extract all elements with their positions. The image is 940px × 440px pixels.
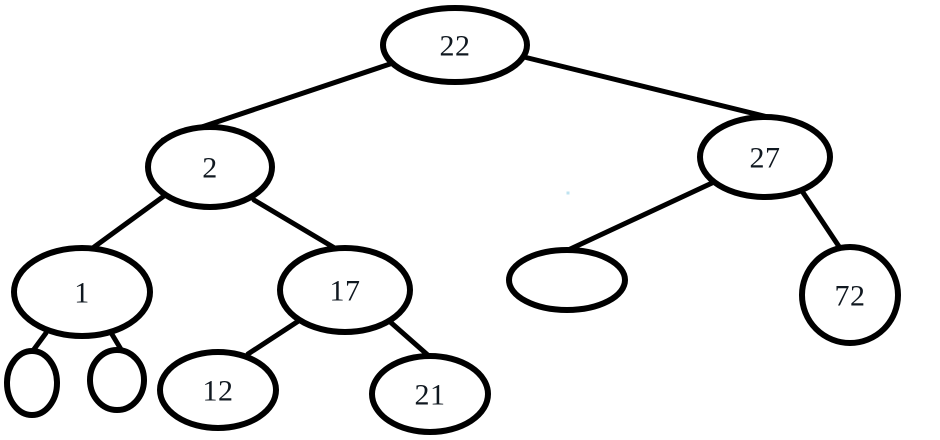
- node-label: 27: [750, 142, 781, 175]
- node-label: 21: [415, 379, 446, 412]
- tree-edge: [797, 185, 843, 251]
- node-label: 17: [330, 275, 361, 308]
- tree-node[interactable]: 2: [145, 124, 275, 210]
- node-circle[interactable]: [799, 244, 901, 346]
- tree-edge: [563, 180, 715, 254]
- node-ellipse[interactable]: [87, 347, 147, 413]
- tree-node[interactable]: 21: [369, 353, 491, 435]
- node-label: 22: [440, 30, 471, 63]
- image-speck-artifact: [566, 191, 570, 195]
- node-ellipse[interactable]: [697, 114, 833, 200]
- tree-edge: [245, 317, 303, 357]
- node-ellipse[interactable]: [506, 247, 628, 313]
- node-label: 72: [835, 280, 866, 313]
- node-ellipse[interactable]: [369, 353, 491, 435]
- tree-node[interactable]: 17: [277, 245, 413, 335]
- tree-node[interactable]: 22: [380, 5, 530, 85]
- tree-node[interactable]: 27: [697, 114, 833, 200]
- node-ellipse[interactable]: [4, 348, 60, 418]
- node-ellipse[interactable]: [277, 245, 413, 335]
- node-ellipse[interactable]: [145, 124, 275, 210]
- tree-node[interactable]: 1: [11, 245, 153, 339]
- node-ellipse[interactable]: [380, 5, 530, 85]
- tree-edge: [521, 54, 775, 121]
- node-label: 1: [74, 277, 90, 310]
- tree-node[interactable]: 72: [799, 244, 901, 346]
- tree-node-empty[interactable]: [4, 348, 60, 418]
- tree-node-empty[interactable]: [506, 247, 628, 313]
- tree-node-empty[interactable]: [87, 347, 147, 413]
- edges-layer: [29, 54, 843, 360]
- tree-node[interactable]: 12: [157, 349, 279, 431]
- tree-edge: [385, 317, 433, 360]
- artifacts-layer: [566, 191, 570, 195]
- node-label: 2: [202, 152, 218, 185]
- tree-edge: [251, 197, 341, 253]
- node-ellipse[interactable]: [157, 349, 279, 431]
- node-ellipse[interactable]: [11, 245, 153, 339]
- tree-edge: [87, 193, 167, 253]
- node-label: 12: [203, 375, 234, 408]
